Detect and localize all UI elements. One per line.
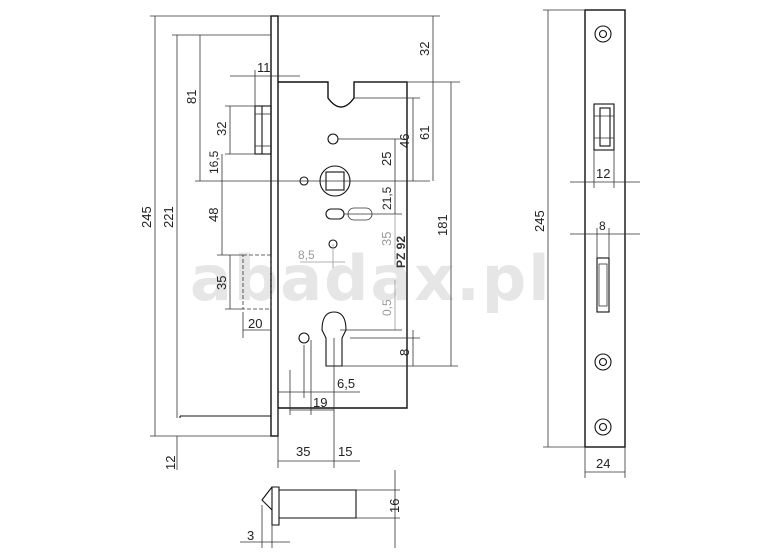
dim-latch-to-spindle: 16,5	[207, 150, 221, 174]
dim-bottom-12: 12	[163, 456, 178, 470]
dim-distance-21-5: 21,5	[380, 186, 394, 210]
dim-case-height: 181	[435, 214, 450, 236]
dim-spacing-15: 15	[338, 444, 352, 459]
lock-body-view	[179, 15, 408, 437]
dim-spindle-offset-61: 61	[417, 126, 432, 140]
model-label: PZ 92	[394, 236, 408, 268]
watermark: abadax.pl	[190, 242, 551, 315]
dim-bolt-section-3: 3	[247, 528, 254, 543]
forend-plate	[270, 15, 279, 437]
dim-latch-height: 81	[184, 90, 199, 104]
dim-faceplate-width: 24	[596, 456, 610, 471]
dim-cylinder-offset: 8	[397, 349, 412, 356]
dim-spacing-19: 19	[313, 395, 327, 410]
faceplate-view: 245 12 8 24	[532, 9, 640, 478]
dim-distance-35-v: 35	[379, 232, 394, 246]
dim-faceplate-height: 245	[532, 210, 547, 232]
dim-overall-height: 245	[139, 206, 154, 228]
dead-bolt	[242, 254, 272, 310]
dim-bolt-throw: 20	[248, 316, 262, 331]
dim-backset: 35	[296, 444, 310, 459]
dimension-lines	[150, 15, 460, 470]
top-screw-hole	[327, 133, 339, 145]
dim-latch-block: 32	[214, 122, 229, 136]
faceplate-top-screw	[594, 25, 612, 43]
dim-forend-thickness: 11	[257, 60, 271, 75]
faceplate	[584, 9, 626, 448]
bolt-section-view: 16 3	[240, 470, 402, 548]
dim-bolt-section: 16	[387, 499, 402, 513]
dim-backset-8-5: 8,5	[298, 248, 315, 262]
dim-spindle-offset-25: 25	[379, 152, 394, 166]
dim-top-offset: 32	[417, 42, 432, 56]
dim-spindle-offset-46: 46	[397, 134, 412, 148]
dim-offset-0-5: 0,5	[380, 299, 394, 316]
dim-faceplate-latch-width: 12	[596, 166, 610, 181]
dim-spindle-to-cylinder: 48	[206, 208, 221, 222]
faceplate-bottom-screw	[594, 418, 612, 436]
cylinder-cutout	[321, 311, 347, 367]
upper-slot	[325, 208, 345, 220]
dim-bolt-height: 35	[214, 276, 229, 290]
dimension-labels: 245 221 81 32 16,5 48 35 20 11 32 61 46 …	[139, 42, 450, 470]
dim-mount-height: 221	[161, 206, 176, 228]
dim-faceplate-bolt-width: 8	[599, 219, 606, 233]
faceplate-latch-opening	[593, 103, 615, 151]
faceplate-mid-screw	[594, 353, 612, 371]
faceplate-bolt-opening	[596, 257, 610, 313]
dim-spacing-6-5: 6,5	[337, 376, 355, 391]
latch-bolt	[254, 105, 272, 155]
